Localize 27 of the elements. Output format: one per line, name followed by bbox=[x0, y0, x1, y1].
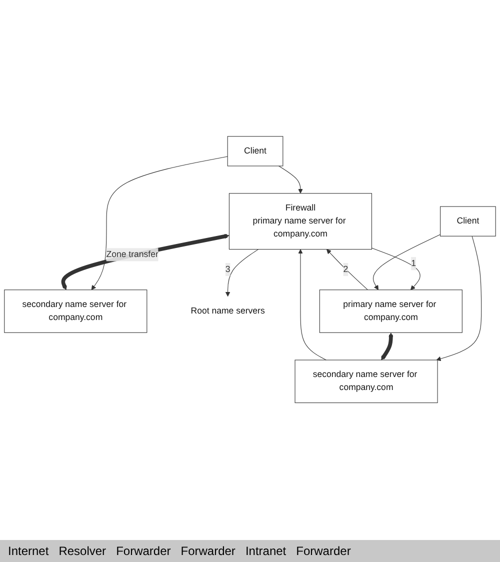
arrow bbox=[371, 248, 420, 290]
note-label: Intranet bbox=[245, 544, 286, 558]
node-box: Client bbox=[227, 136, 284, 167]
arrow bbox=[372, 234, 441, 290]
arrow bbox=[225, 249, 259, 298]
arrow bbox=[326, 250, 368, 291]
note-label: Internet bbox=[8, 544, 49, 558]
note-label: Resolver bbox=[58, 544, 106, 558]
arrow bbox=[298, 250, 326, 361]
node-box: secondary name server for company.com bbox=[294, 360, 438, 404]
note-label: Forwarder bbox=[180, 544, 236, 558]
node-box: primary name server for company.com bbox=[319, 290, 462, 334]
edge-label: 3 bbox=[225, 265, 230, 274]
note-label: Forwarder bbox=[116, 544, 171, 558]
edge-label: 2 bbox=[343, 265, 348, 274]
node-box: secondary name server for company.com bbox=[4, 290, 148, 334]
note-label: Forwarder bbox=[296, 544, 351, 558]
arrow bbox=[380, 333, 394, 361]
node-box: Firewall primary name server for company.com bbox=[228, 194, 372, 250]
node-box: Client bbox=[440, 206, 496, 237]
edge-label: Zone transfer bbox=[106, 250, 158, 260]
arrow bbox=[278, 166, 303, 194]
arrow bbox=[436, 236, 482, 362]
edge-label: 1 bbox=[411, 259, 416, 268]
arrow bbox=[61, 234, 230, 290]
node-text: Root name servers bbox=[190, 306, 265, 316]
arrow bbox=[91, 156, 228, 290]
